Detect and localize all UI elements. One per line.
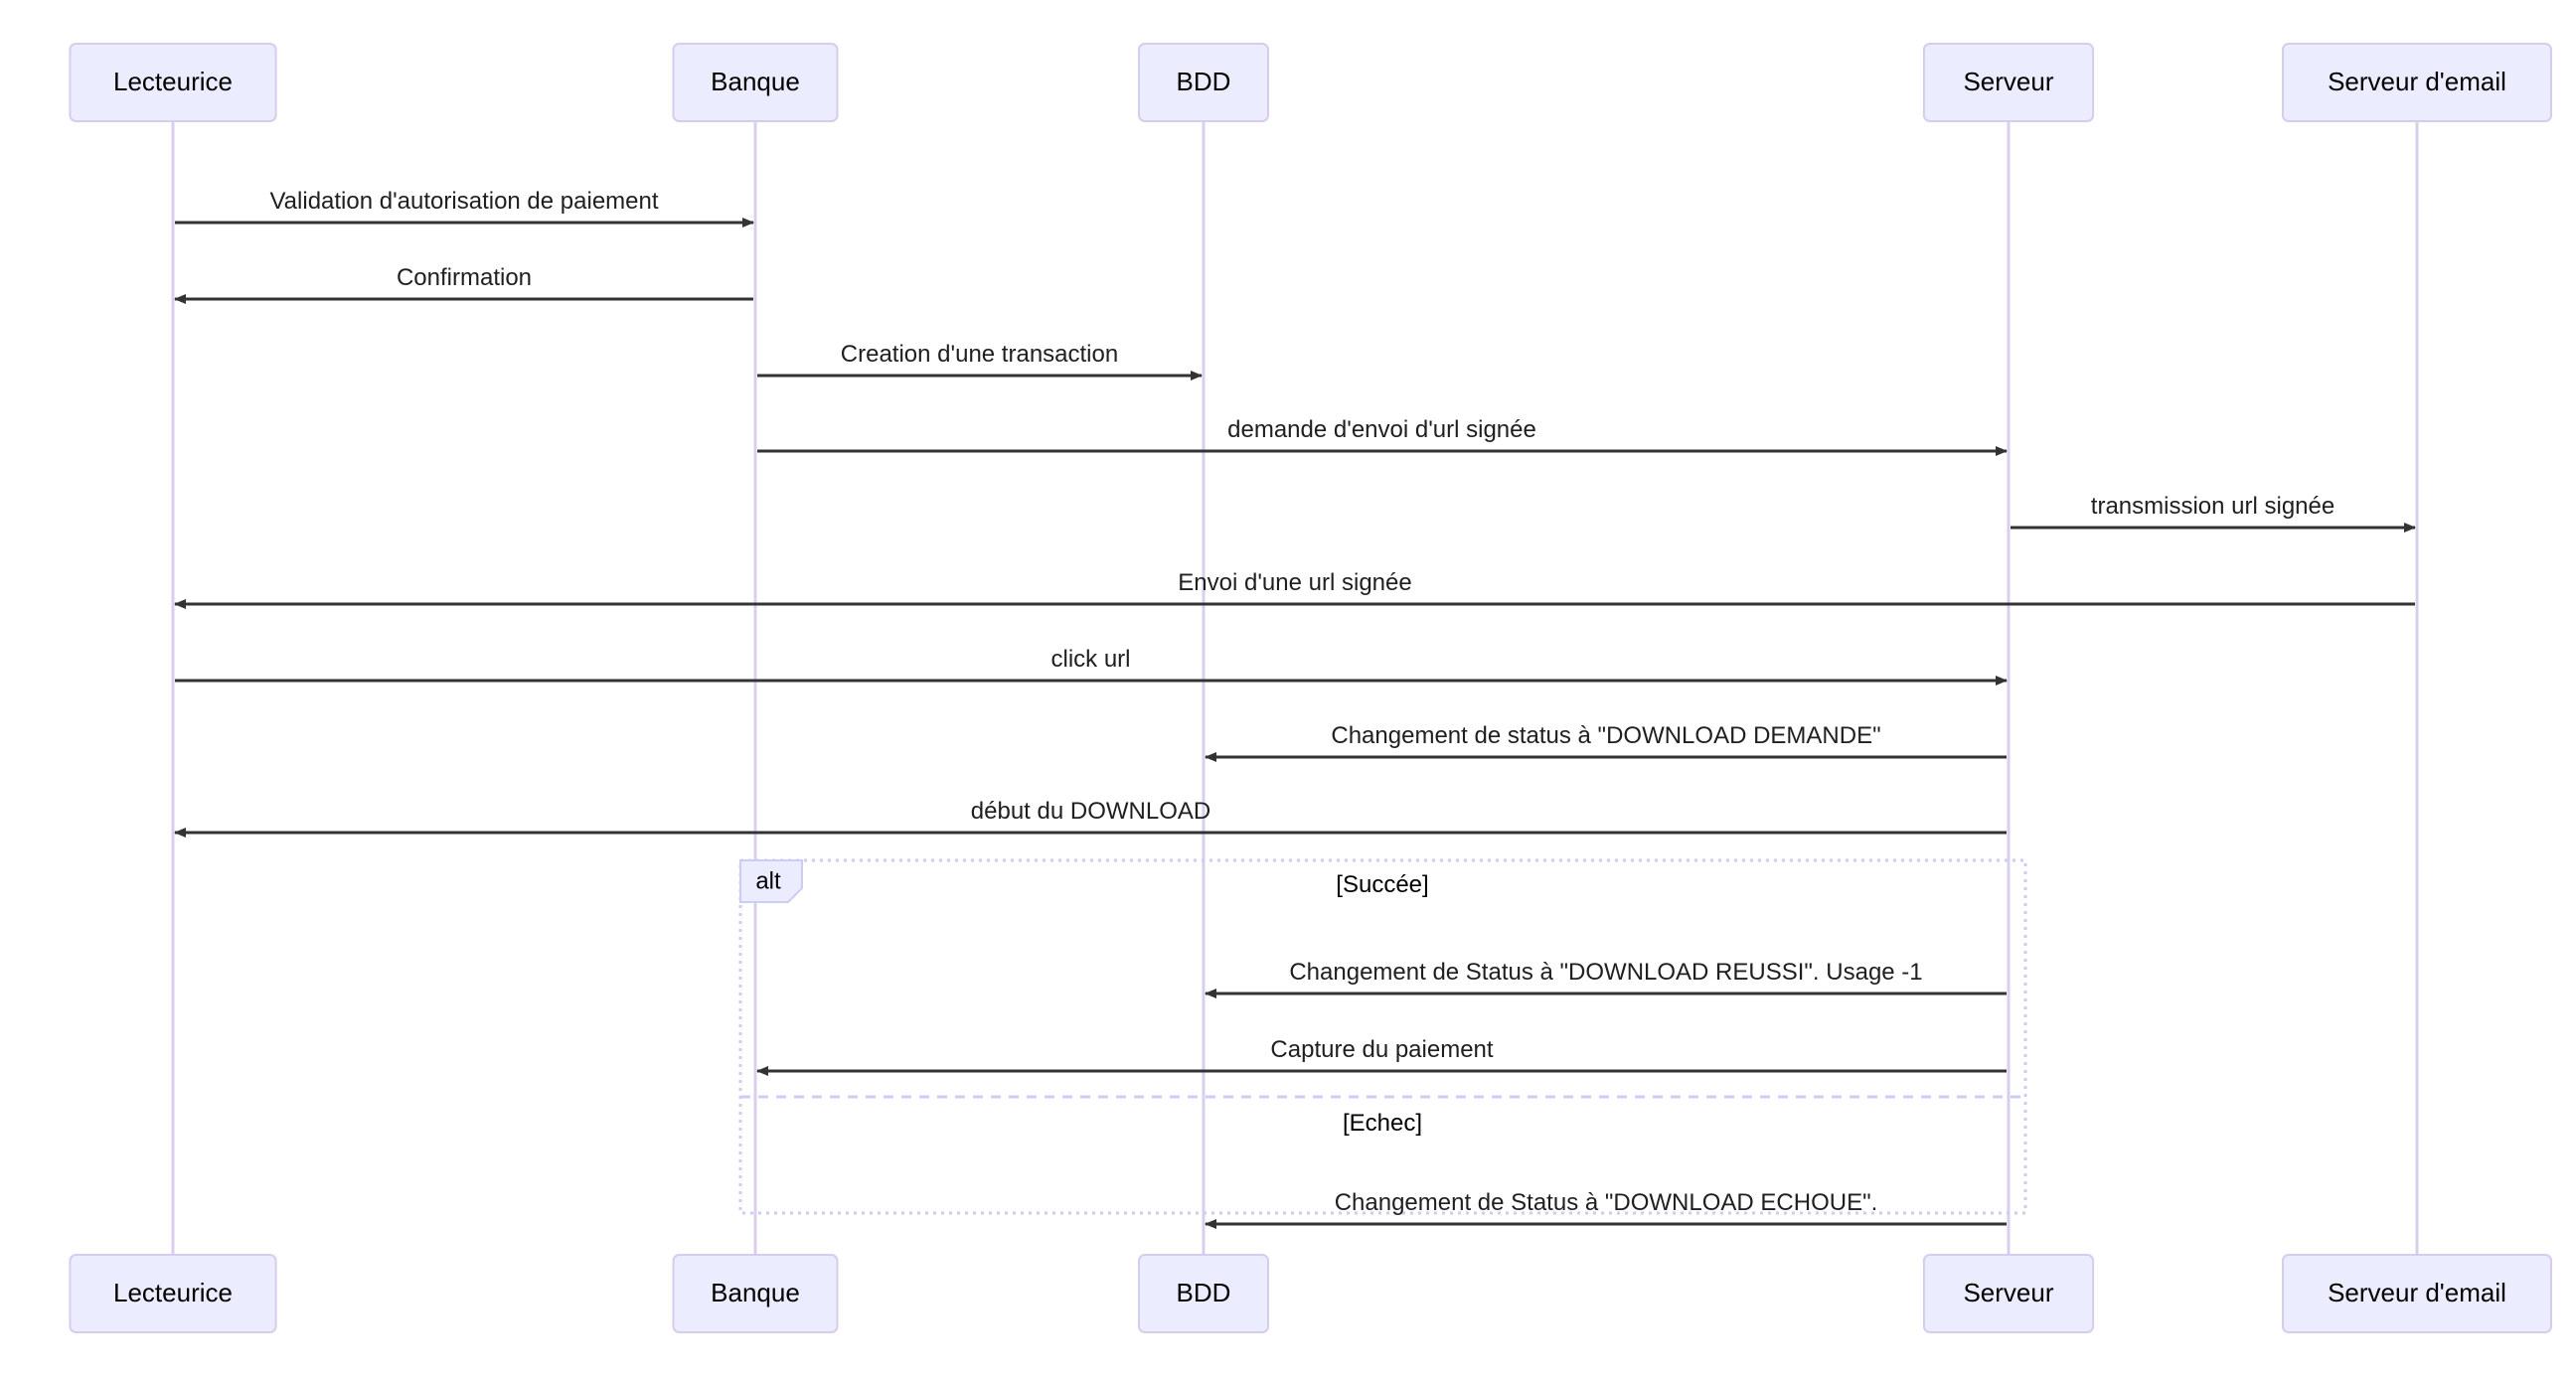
- participant-label: Serveur: [1963, 1278, 2053, 1307]
- message-label: Validation d'autorisation de paiement: [269, 188, 658, 215]
- message-8: Changement de status à "DOWNLOAD DEMANDE…: [1205, 722, 2007, 762]
- participant-label: BDD: [1177, 1278, 1231, 1307]
- participant-serveur-email-bottom[interactable]: Serveur d'email: [2281, 1254, 2553, 1333]
- message-label: Envoi d'une url signée: [1178, 569, 1411, 596]
- participant-box[interactable]: [2281, 43, 2553, 122]
- participant-label: BDD: [1177, 67, 1231, 96]
- participant-label: Serveur d'email: [2328, 1278, 2506, 1307]
- participant-bdd-bottom[interactable]: BDD: [1138, 1254, 1269, 1333]
- participant-label: Serveur: [1963, 67, 2053, 96]
- participant-lecteurice-top[interactable]: Lecteurice: [69, 43, 277, 122]
- alt-branch-condition: [Echec]: [1343, 1110, 1422, 1137]
- message-3: Creation d'une transaction: [757, 341, 1203, 381]
- message-label: Confirmation: [397, 264, 532, 291]
- participant-serveur-email-top[interactable]: Serveur d'email: [2281, 43, 2553, 122]
- message-4: demande d'envoi d'url signée: [757, 416, 2008, 456]
- message-12: Changement de Status à "DOWNLOAD ECHOUE"…: [1205, 1189, 2007, 1229]
- participant-label: Serveur d'email: [2328, 67, 2506, 96]
- message-label: Changement de Status à "DOWNLOAD REUSSI"…: [1289, 959, 1922, 986]
- participant-box[interactable]: [1922, 1254, 2095, 1333]
- alt-fragments-layer: [Succée] [Echec] alt: [738, 858, 2027, 1215]
- participant-box[interactable]: [69, 43, 277, 122]
- participant-box[interactable]: [1922, 43, 2095, 122]
- message-9: début du DOWNLOAD: [174, 798, 2007, 838]
- lifelines-layer: [171, 121, 2419, 1255]
- message-label: Creation d'une transaction: [841, 341, 1118, 368]
- alt-keyword-box: [739, 859, 803, 903]
- alt-branch-condition: [Succée]: [1336, 871, 1428, 898]
- participant-box[interactable]: [1138, 1254, 1269, 1333]
- participant-label: Lecteurice: [113, 67, 233, 96]
- message-label: demande d'envoi d'url signée: [1227, 416, 1536, 443]
- participant-box[interactable]: [2281, 1254, 2553, 1333]
- participant-serveur-bottom[interactable]: Serveur: [1922, 1254, 2095, 1333]
- message-2: Confirmation: [174, 264, 753, 304]
- participant-label: Banque: [711, 67, 800, 96]
- message-label: transmission url signée: [2091, 493, 2334, 520]
- participant-box[interactable]: [672, 43, 839, 122]
- message-label: début du DOWNLOAD: [971, 798, 1210, 825]
- participant-box[interactable]: [672, 1254, 839, 1333]
- message-5: transmission url signée: [2011, 493, 2416, 533]
- message-11: Capture du paiement: [756, 1036, 2007, 1076]
- participant-box[interactable]: [69, 1254, 277, 1333]
- message-label: Changement de Status à "DOWNLOAD ECHOUE"…: [1335, 1189, 1878, 1216]
- message-label: click url: [1050, 646, 1130, 673]
- message-6: Envoi d'une url signée: [174, 569, 2415, 609]
- participant-box[interactable]: [1138, 43, 1269, 122]
- participant-bdd-top[interactable]: BDD: [1138, 43, 1269, 122]
- participants-layer: LecteuriceLecteuriceBanqueBanqueBDDBDDSe…: [69, 43, 2553, 1333]
- message-10: Changement de Status à "DOWNLOAD REUSSI"…: [1205, 959, 2007, 998]
- message-label: Capture du paiement: [1270, 1036, 1493, 1063]
- message-7: click url: [175, 646, 2008, 686]
- alt-fragment: [Succée] [Echec] alt: [738, 858, 2027, 1215]
- participant-banque-bottom[interactable]: Banque: [672, 1254, 839, 1333]
- participant-banque-top[interactable]: Banque: [672, 43, 839, 122]
- participant-serveur-top[interactable]: Serveur: [1922, 43, 2095, 122]
- alt-keyword-label: alt: [755, 867, 781, 894]
- participant-lecteurice-bottom[interactable]: Lecteurice: [69, 1254, 277, 1333]
- messages-layer: Validation d'autorisation de paiementCon…: [174, 188, 2416, 1229]
- participant-label: Lecteurice: [113, 1278, 233, 1307]
- participant-label: Banque: [711, 1278, 800, 1307]
- message-label: Changement de status à "DOWNLOAD DEMANDE…: [1331, 722, 1880, 749]
- message-1: Validation d'autorisation de paiement: [175, 188, 754, 228]
